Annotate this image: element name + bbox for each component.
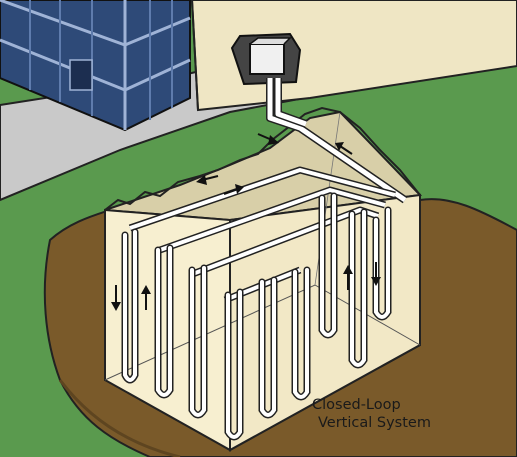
- vertical-loops: [121, 192, 392, 441]
- flow-arrow-icon: [343, 265, 353, 290]
- flow-arrow-icon: [141, 285, 151, 310]
- caption-line-1: Closed-Loop: [312, 397, 401, 413]
- caption-line-2: Vertical System: [318, 415, 431, 431]
- supply-return-pipes: [266, 78, 408, 204]
- flow-arrow-icon: [196, 175, 219, 185]
- flow-arrow-icon: [371, 262, 381, 286]
- flow-arrow-icon: [111, 285, 121, 311]
- flow-arrow-icon: [257, 133, 279, 145]
- diagram-caption: Closed-Loop Vertical System: [312, 396, 512, 432]
- flow-arrow-icon: [335, 142, 353, 155]
- flow-arrow-icon: [223, 184, 244, 195]
- heat-pump-unit-icon: [230, 32, 302, 86]
- office-building: [0, 0, 191, 132]
